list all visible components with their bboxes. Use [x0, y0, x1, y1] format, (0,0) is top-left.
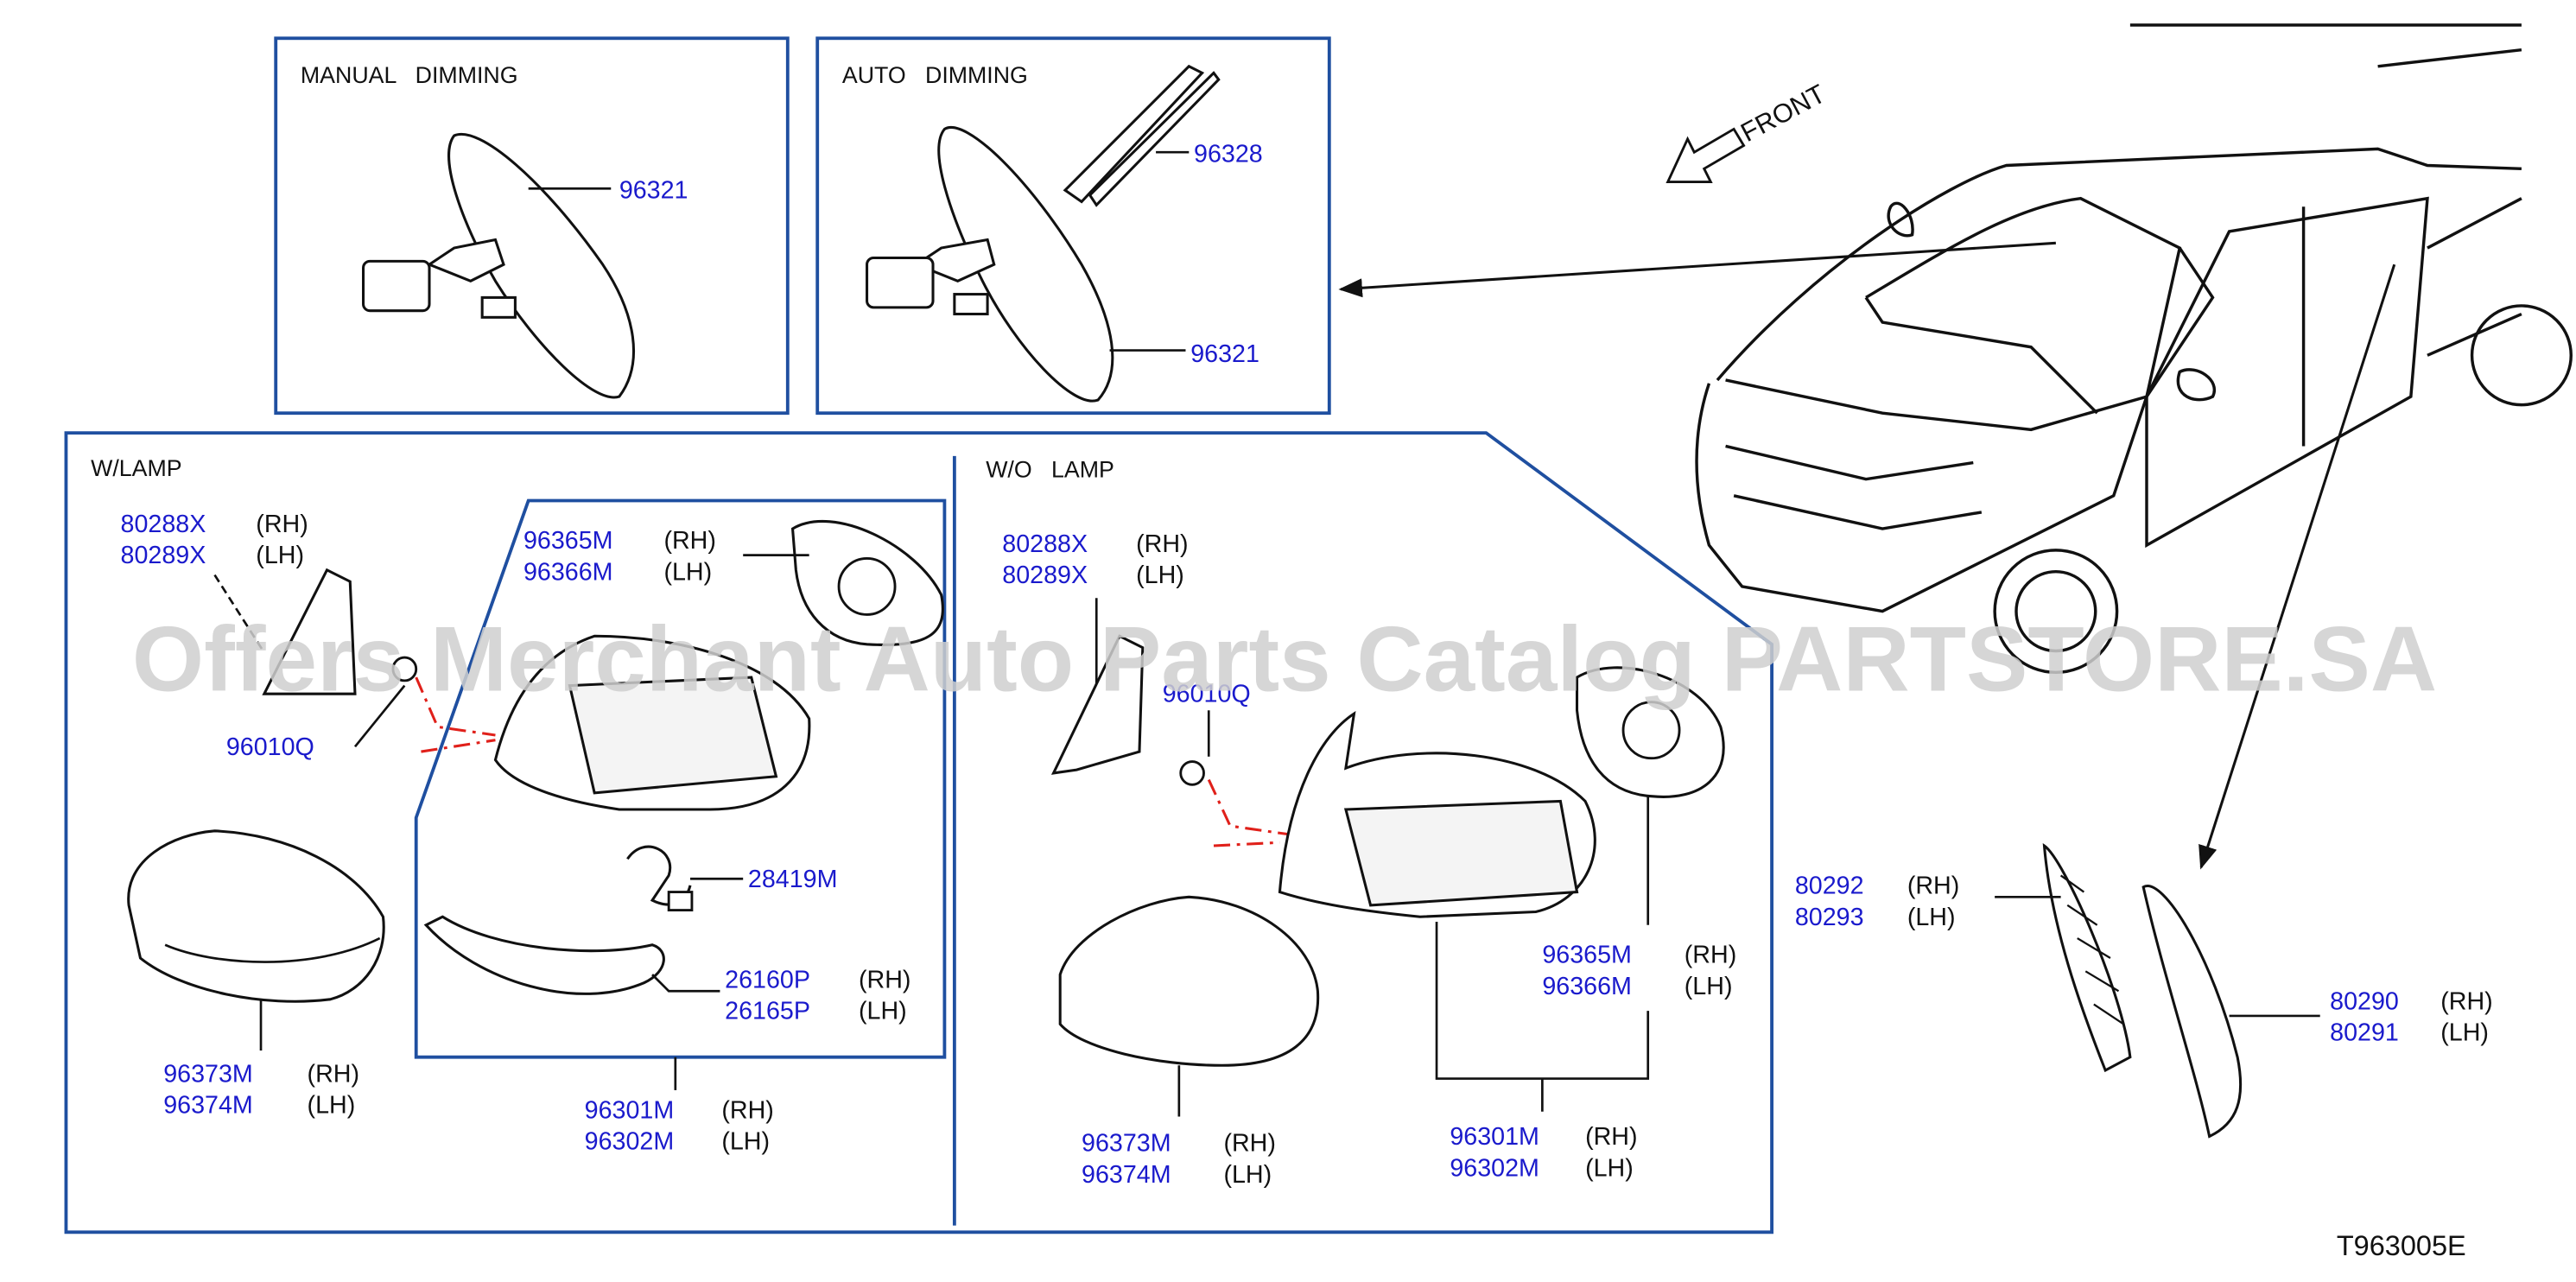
screw-wl: [391, 656, 418, 682]
front-arrow-icon: [1666, 127, 1746, 184]
part-26160p[interactable]: 26160P: [725, 966, 810, 993]
corner-pointer-arrow: [2198, 263, 2396, 870]
part-96374m-wo[interactable]: 96374M: [1082, 1161, 1171, 1189]
mirror-body-wl: [493, 634, 811, 811]
auto-dimming-title: AUTO DIMMING: [842, 62, 1028, 88]
part-96010q-wo[interactable]: 96010Q: [1163, 681, 1251, 708]
part-96366m-wo[interactable]: 96366M: [1542, 973, 1632, 1000]
corner-cover-part: [2141, 885, 2243, 1139]
mirror-body-wo: [1278, 710, 1596, 918]
base-cover-wo: [1050, 634, 1145, 775]
rh-label: (RH): [663, 527, 715, 555]
front-label: FRONT: [1736, 79, 1830, 147]
part-96302m-wl[interactable]: 96302M: [585, 1128, 675, 1156]
part-96373m-wo[interactable]: 96373M: [1082, 1130, 1171, 1158]
rh-label: (RH): [308, 1060, 359, 1088]
part-96373m-wl[interactable]: 96373M: [163, 1060, 253, 1088]
screw-wo: [1179, 760, 1205, 786]
manual-dimming-title: MANUAL DIMMING: [301, 62, 518, 88]
lh-label: (LH): [1685, 973, 1733, 1000]
w-lamp-inner-frame: [414, 498, 947, 1059]
corner-inner-grid: [2059, 874, 2124, 1025]
guide-lines-wo: [1207, 778, 1289, 847]
glass-actuator-wo: [1621, 701, 1681, 760]
part-26165p[interactable]: 26165P: [725, 998, 810, 1025]
corner-inner-part: [2042, 842, 2132, 1073]
part-80291[interactable]: 80291: [2330, 1019, 2399, 1047]
rh-label: (RH): [1136, 530, 1188, 558]
lh-label: (LH): [1136, 562, 1184, 589]
rh-label: (RH): [1685, 942, 1736, 969]
part-96321-manual[interactable]: 96321: [619, 177, 688, 205]
part-96301m-wo[interactable]: 96301M: [1450, 1123, 1539, 1151]
inner-mirror-pointer-arrow: [1338, 241, 2056, 298]
manual-inner-mirror: [362, 132, 635, 399]
mirror-cap-wo: [1058, 895, 1320, 1067]
rh-label: (RH): [1907, 872, 1959, 899]
lh-label: (LH): [308, 1092, 356, 1120]
vehicle-illustration: [1695, 23, 2573, 675]
leader-26160p: [651, 974, 720, 993]
rh-label: (RH): [256, 511, 308, 538]
turn-lamp-wl: [423, 915, 665, 995]
part-96301m-wl[interactable]: 96301M: [585, 1096, 675, 1124]
rh-label: (RH): [1223, 1130, 1275, 1158]
part-80289x-wl[interactable]: 80289X: [121, 542, 206, 569]
leader-96301m-wo: [1435, 921, 1650, 1112]
part-28419m[interactable]: 28419M: [748, 866, 838, 893]
leader-80288x-wl: [213, 574, 265, 654]
diagram-id: T963005E: [2337, 1230, 2466, 1261]
leader-96010q-wl: [353, 684, 406, 748]
lh-label: (LH): [859, 998, 907, 1025]
mirror-cap-lamp-slot-wl: [164, 936, 381, 963]
auto-dimming-frame: [815, 36, 1331, 416]
rh-label: (RH): [721, 1096, 773, 1124]
part-80289x-wo[interactable]: 80289X: [1002, 562, 1088, 589]
mirror-cap-wl: [127, 829, 385, 1003]
lh-label: (LH): [256, 542, 304, 569]
part-80288x-wo[interactable]: 80288X: [1002, 530, 1088, 558]
base-cover-wl: [262, 568, 357, 695]
lh-label: (LH): [663, 558, 712, 586]
manual-dimming-frame: [274, 36, 790, 416]
part-80292[interactable]: 80292: [1795, 872, 1864, 899]
lh-label: (LH): [1907, 904, 1956, 931]
door-mirror-frame: [64, 431, 1773, 1234]
part-96365m-wl[interactable]: 96365M: [523, 527, 613, 555]
rh-label: (RH): [859, 966, 910, 993]
part-80290[interactable]: 80290: [2330, 987, 2399, 1015]
rh-label: (RH): [1585, 1123, 1637, 1151]
lh-label: (LH): [721, 1128, 770, 1156]
guide-lines-wl: [415, 676, 496, 753]
lh-label: (LH): [1585, 1154, 1634, 1182]
glass-actuator-wl: [837, 556, 897, 616]
harness-connector-wl: [667, 891, 694, 912]
rh-label: (RH): [2440, 987, 2492, 1015]
lh-label: (LH): [2440, 1019, 2489, 1047]
part-96010q-wl[interactable]: 96010Q: [226, 733, 314, 761]
part-96366m-wl[interactable]: 96366M: [523, 558, 613, 586]
part-80293[interactable]: 80293: [1795, 904, 1864, 931]
part-80288x-wl[interactable]: 80288X: [121, 511, 206, 538]
wo-lamp-title: W/O LAMP: [986, 457, 1114, 483]
w-lamp-title: W/LAMP: [91, 455, 182, 481]
part-96374m-wl[interactable]: 96374M: [163, 1092, 253, 1120]
part-96321-auto[interactable]: 96321: [1190, 340, 1259, 368]
watermark: Offers Merchant Auto Parts Catalog PARTS…: [132, 606, 2437, 710]
part-96328[interactable]: 96328: [1194, 141, 1263, 168]
auto-inner-mirror: [866, 64, 1221, 403]
part-96365m-wo[interactable]: 96365M: [1542, 942, 1632, 969]
part-96302m-wo[interactable]: 96302M: [1450, 1154, 1539, 1182]
lh-label: (LH): [1223, 1161, 1272, 1189]
